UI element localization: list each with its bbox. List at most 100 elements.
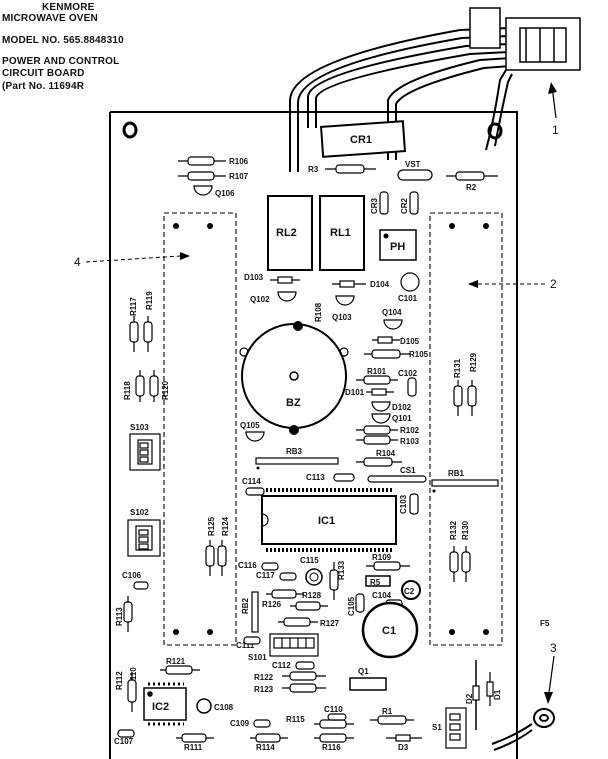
part-r131: R131 <box>453 358 462 378</box>
resistor-r104 <box>356 457 402 467</box>
part-r107: R107 <box>229 172 249 181</box>
wire-harness <box>289 27 513 172</box>
part-r114: R114 <box>256 743 275 752</box>
header-section-2: CIRCUIT BOARD <box>2 68 85 79</box>
mount-hole-right <box>487 122 503 140</box>
part-r123: R123 <box>254 685 274 694</box>
resistor-r128 <box>290 601 328 611</box>
resistor-r116 <box>314 733 354 743</box>
part-r127: R127 <box>320 619 340 628</box>
relay-rl1 <box>319 195 365 271</box>
part-r129: R129 <box>469 352 478 372</box>
resistor-r125 <box>205 540 215 576</box>
part-q103: Q103 <box>332 313 352 322</box>
chip-ic2 <box>143 687 187 721</box>
diode-d103 <box>270 276 300 284</box>
part-q101: Q101 <box>392 414 412 423</box>
resistor-r126 <box>266 589 304 599</box>
part-r132: R132 <box>449 520 458 540</box>
resistor-r101 <box>356 375 398 385</box>
part-r124: R124 <box>221 516 230 536</box>
part-cr3: CR3 <box>370 197 379 214</box>
capacitor-c115 <box>305 568 323 586</box>
part-s101: S101 <box>248 653 267 662</box>
part-rb1: RB1 <box>448 469 465 478</box>
part-c106: C106 <box>122 571 142 580</box>
part-c1: C1 <box>382 625 396 637</box>
capacitor-c1 <box>361 601 419 659</box>
resistor-r129 <box>467 380 477 416</box>
part-r105: R105 <box>409 350 429 359</box>
part-q104: Q104 <box>382 308 402 317</box>
part-c108: C108 <box>214 703 234 712</box>
part-cr2: CR2 <box>400 197 409 214</box>
part-r101: R101 <box>367 367 387 376</box>
capacitor-c105 <box>355 593 365 613</box>
part-r116: R116 <box>322 743 341 752</box>
callout-1: 1 <box>552 123 559 137</box>
part-c101: C101 <box>398 294 418 303</box>
ic1-pins <box>266 488 392 552</box>
resistor-r120 <box>149 370 159 402</box>
callout-4: 4 <box>74 255 81 269</box>
cr1-body <box>319 120 407 158</box>
transistor-q102a <box>277 291 297 302</box>
part-r104: R104 <box>376 449 396 458</box>
resistor-bank-rb1 <box>431 479 499 487</box>
switch-s102 <box>127 519 161 557</box>
resistor-r106 <box>178 156 226 166</box>
part-c104: C104 <box>372 591 392 600</box>
part-r102: R102 <box>400 426 420 435</box>
harness-connector <box>469 7 581 71</box>
part-r3: R3 <box>308 165 319 174</box>
part-d105: D105 <box>400 337 420 346</box>
part-cr1: CR1 <box>350 134 372 146</box>
resistor-r1 <box>370 715 414 725</box>
resistor-r109 <box>366 561 410 571</box>
part-rb3: RB3 <box>286 447 303 456</box>
capacitor-c2 <box>401 580 421 600</box>
part-c2: C2 <box>404 587 415 596</box>
relay-rl2 <box>267 195 313 271</box>
part-vst: VST <box>405 160 421 169</box>
part-r126: R126 <box>262 600 282 609</box>
resistor-r132 <box>449 546 459 582</box>
capacitor-c111 <box>243 636 261 645</box>
resistor-r122 <box>282 671 326 681</box>
diode-d104 <box>332 280 366 288</box>
resistor-bank-rb2 <box>251 591 259 633</box>
resistor-r121 <box>160 665 200 675</box>
resistor-r111 <box>176 733 214 743</box>
switch-s103 <box>129 433 161 471</box>
part-r128: R128 <box>302 591 322 600</box>
capacitor-c109 <box>253 719 271 728</box>
capacitor-c103 <box>409 493 419 515</box>
part-r106: R106 <box>229 157 249 166</box>
resistor-r105 <box>364 349 410 359</box>
part-r111: R111 <box>184 743 203 752</box>
capacitor-c116 <box>261 562 279 571</box>
part-r113: R113 <box>115 607 124 626</box>
part-r1: R1 <box>382 707 393 716</box>
part-ph: PH <box>390 241 405 253</box>
capacitor-cr3 <box>379 191 389 215</box>
part-d101: D101 <box>345 388 365 397</box>
label-f5: F5 <box>540 619 550 628</box>
part-q105: Q105 <box>240 421 260 430</box>
connector-s1 <box>445 707 467 749</box>
resistor-r107 <box>178 171 226 181</box>
resistor-r2 <box>446 171 498 181</box>
part-bz: BZ <box>286 397 301 409</box>
capacitor-c114 <box>245 487 265 496</box>
diode-d3 <box>386 734 422 742</box>
part-r118: R118 <box>123 381 132 400</box>
part-r108: R108 <box>314 302 323 322</box>
part-rl1: RL1 <box>330 227 351 239</box>
part-c110: C110 <box>324 705 343 714</box>
callout-2: 2 <box>550 277 557 291</box>
part-d3: D3 <box>398 743 409 752</box>
part-d102: D102 <box>392 403 412 412</box>
part-cs1: CS1 <box>400 466 416 475</box>
resistor-bank-rb3 <box>255 457 339 465</box>
